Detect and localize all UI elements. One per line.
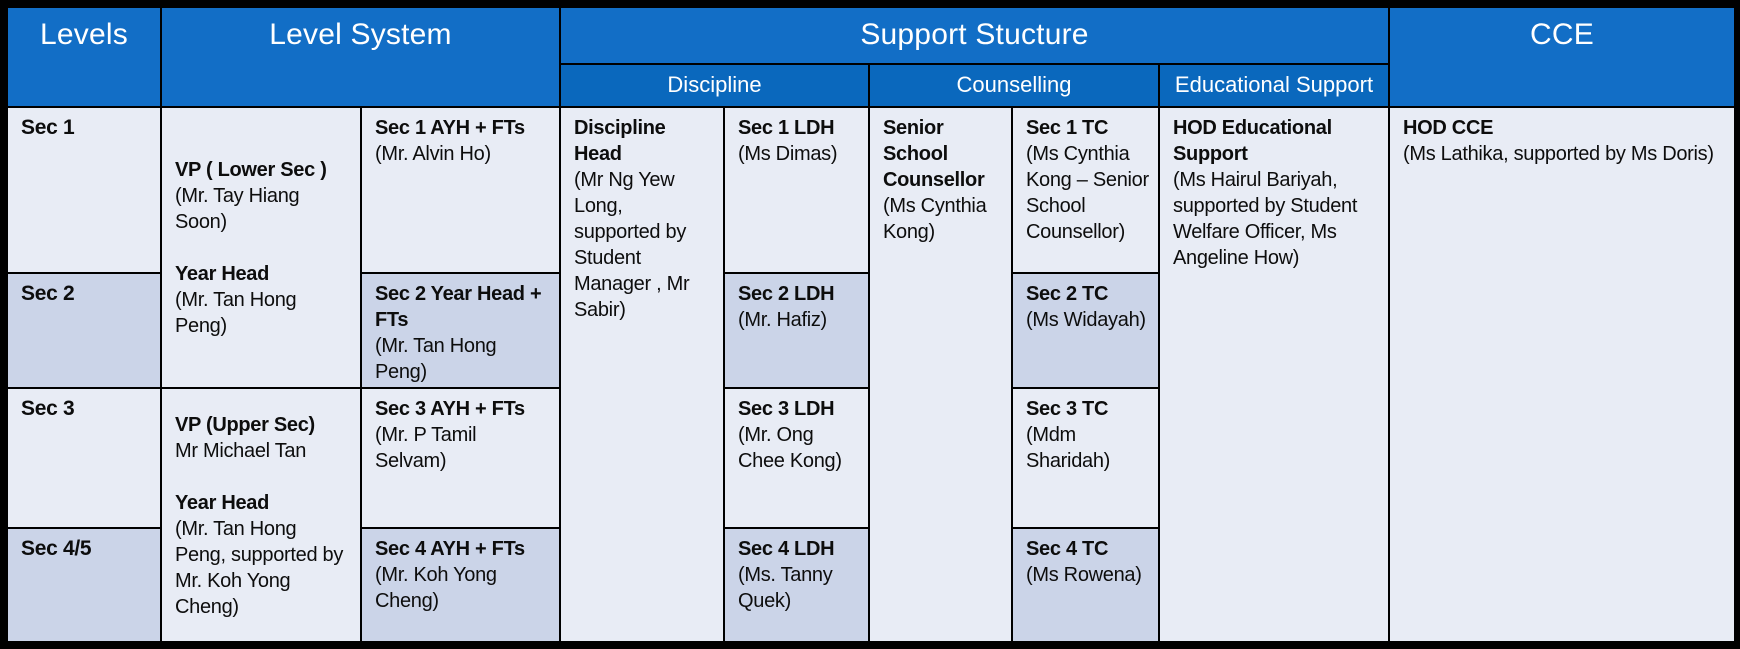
role-person: (Mr. P Tamil Selvam) [375, 424, 477, 472]
role-person: (Ms Lathika, supported by Ms Doris) [1403, 143, 1714, 165]
subheader-educational-support-label: Educational Support [1174, 71, 1374, 97]
header-level-system-label: Level System [269, 18, 452, 51]
cell-sec3-ayh: Sec 3 AYH + FTs (Mr. P Tamil Selvam) [362, 389, 559, 527]
role-person: (Ms Dimas) [738, 143, 838, 165]
cell-discipline-head: Discipline Head (Mr Ng Yew Long, support… [561, 108, 723, 641]
role-title: Sec 3 AYH + FTs [375, 398, 525, 420]
cell-level-sec3: Sec 3 [8, 389, 160, 527]
role-title: Sec 4 AYH + FTs [375, 538, 525, 560]
role-title: Sec 1 LDH [738, 117, 835, 139]
cell-hod-cce: HOD CCE (Ms Lathika, supported by Ms Dor… [1390, 108, 1734, 641]
role-title: Year Head [175, 263, 270, 285]
role-title: Sec 4 LDH [738, 538, 835, 560]
cell-sec2-year-head: Sec 2 Year Head + FTs (Mr. Tan Hong Peng… [362, 274, 559, 387]
header-level-system: Level System [162, 8, 559, 106]
role-title: HOD CCE [1403, 117, 1494, 139]
role-title: Year Head [175, 491, 270, 514]
header-levels-label: Levels [40, 18, 128, 51]
role-block: Year Head (Mr. Tan Hong Peng) [175, 261, 351, 339]
role-person: (Mr. Alvin Ho) [375, 143, 491, 165]
header-support-structure: Support Stucture [561, 8, 1388, 63]
subheader-discipline: Discipline [561, 65, 868, 106]
cell-sec2-ldh: Sec 2 LDH (Mr. Hafiz) [725, 274, 868, 387]
role-title: HOD Educational Support [1173, 117, 1332, 165]
cell-level-sec2: Sec 2 [8, 274, 160, 387]
role-block: VP ( Lower Sec ) (Mr. Tay Hiang Soon) [175, 157, 351, 235]
role-person: Mr Michael Tan [175, 439, 307, 462]
header-cce-label: CCE [1530, 18, 1594, 51]
cell-vp-upper-sec: VP (Upper Sec) Mr Michael Tan Year Head … [162, 389, 360, 641]
header-levels: Levels [8, 8, 160, 106]
role-title: Sec 1 AYH + FTs [375, 117, 525, 139]
role-person: (Ms Cynthia Kong – Senior School Counsel… [1026, 143, 1149, 243]
role-person: (Ms Rowena) [1026, 564, 1142, 586]
cell-sec4-tc: Sec 4 TC (Ms Rowena) [1013, 529, 1158, 641]
subheader-counselling-label: Counselling [956, 71, 1072, 97]
role-block: Year Head (Mr. Tan Hong Peng, supported … [175, 490, 351, 620]
cell-sec1-ayh: Sec 1 AYH + FTs (Mr. Alvin Ho) [362, 108, 559, 272]
role-title: Sec 2 Year Head + FTs [375, 283, 542, 331]
cell-hod-educational-support: HOD Educational Support (Ms Hairul Bariy… [1160, 108, 1388, 641]
role-person: (Ms Cynthia Kong) [883, 195, 987, 243]
role-title: Senior School Counsellor [883, 117, 985, 191]
role-person: (Mr Ng Yew Long, supported by Student Ma… [574, 169, 690, 321]
role-block: VP (Upper Sec) Mr Michael Tan [175, 412, 351, 464]
cell-vp-lower-sec: VP ( Lower Sec ) (Mr. Tay Hiang Soon) Ye… [162, 108, 360, 387]
cell-sec4-ldh: Sec 4 LDH (Ms. Tanny Quek) [725, 529, 868, 641]
level-label: Sec 4/5 [21, 537, 92, 560]
cell-sec4-ayh: Sec 4 AYH + FTs (Mr. Koh Yong Cheng) [362, 529, 559, 641]
level-label: Sec 1 [21, 116, 75, 139]
role-title: Sec 3 LDH [738, 398, 835, 420]
role-title: Sec 3 TC [1026, 398, 1109, 420]
cell-level-sec45: Sec 4/5 [8, 529, 160, 641]
header-support-structure-label: Support Stucture [860, 18, 1089, 51]
role-person: (Mr. Hafiz) [738, 309, 827, 331]
header-cce: CCE [1390, 8, 1734, 106]
role-title: VP ( Lower Sec ) [175, 159, 327, 181]
subheader-educational-support: Educational Support [1160, 65, 1388, 106]
role-person: (Mr. Koh Yong Cheng) [375, 564, 497, 612]
role-person: (Ms Hairul Bariyah, supported by Student… [1173, 169, 1358, 269]
cell-sec3-ldh: Sec 3 LDH (Mr. Ong Chee Kong) [725, 389, 868, 527]
cell-sec3-tc: Sec 3 TC (Mdm Sharidah) [1013, 389, 1158, 527]
role-person: (Mr. Tay Hiang Soon) [175, 185, 300, 233]
role-person: (Ms Widayah) [1026, 309, 1146, 331]
role-person: (Mdm Sharidah) [1026, 424, 1111, 472]
cell-sec2-tc: Sec 2 TC (Ms Widayah) [1013, 274, 1158, 387]
cell-level-sec1: Sec 1 [8, 108, 160, 272]
role-person: (Mr. Ong Chee Kong) [738, 424, 842, 472]
role-title: Discipline Head [574, 117, 666, 165]
role-title: Sec 1 TC [1026, 117, 1109, 139]
role-person: (Mr. Tan Hong Peng) [375, 335, 497, 383]
subheader-discipline-label: Discipline [667, 71, 762, 97]
role-title: Sec 4 TC [1026, 538, 1109, 560]
cell-sec1-tc: Sec 1 TC (Ms Cynthia Kong – Senior Schoo… [1013, 108, 1158, 272]
role-person: (Mr. Tan Hong Peng) [175, 289, 297, 337]
role-title: Sec 2 LDH [738, 283, 835, 305]
level-label: Sec 2 [21, 282, 75, 305]
cell-sec1-ldh: Sec 1 LDH (Ms Dimas) [725, 108, 868, 272]
subheader-counselling: Counselling [870, 65, 1158, 106]
cell-senior-school-counsellor: Senior School Counsellor (Ms Cynthia Kon… [870, 108, 1011, 641]
role-title: VP (Upper Sec) [175, 413, 315, 436]
role-title: Sec 2 TC [1026, 283, 1109, 305]
role-person: (Ms. Tanny Quek) [738, 564, 833, 612]
role-person: (Mr. Tan Hong Peng, supported by Mr. Koh… [175, 517, 344, 618]
level-label: Sec 3 [21, 397, 75, 420]
